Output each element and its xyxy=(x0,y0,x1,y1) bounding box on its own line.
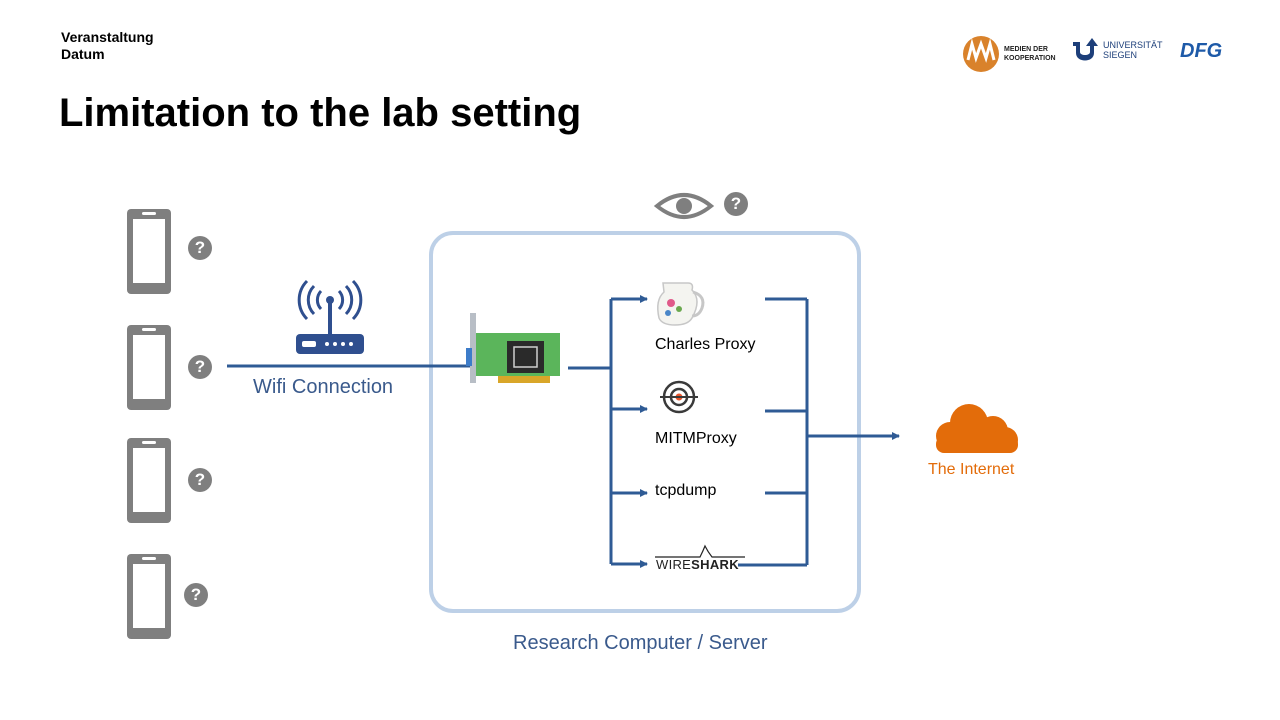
charles-jug-icon xyxy=(657,282,705,326)
phone-1-question-icon xyxy=(188,236,212,260)
uni-line2: SIEGEN xyxy=(1103,50,1138,60)
mdk-emblem-icon xyxy=(963,36,999,72)
phone-3-question-label: ? xyxy=(194,470,206,489)
eye-icon xyxy=(653,193,715,219)
mdk-logo: MEDIEN DER KOOPERATION xyxy=(962,34,1056,74)
charles-proxy-label: Charles Proxy xyxy=(655,336,756,353)
wifi-connection-label: Wifi Connection xyxy=(253,376,394,398)
research-computer-box xyxy=(429,231,861,613)
research-computer-label: Research Computer / Server xyxy=(513,632,768,654)
internet-label: The Internet xyxy=(928,461,1015,478)
phone-icon-2 xyxy=(127,325,171,410)
phone-icon-1 xyxy=(127,209,171,294)
mitmproxy-icon xyxy=(660,380,698,414)
network-card-icon xyxy=(466,313,560,383)
phone-icon-4 xyxy=(127,554,171,639)
event-label: Veranstaltung xyxy=(61,29,154,45)
mitmproxy-label: MITMProxy xyxy=(655,430,737,447)
wireshark-fin-icon xyxy=(655,544,745,558)
phone-1-question-label: ? xyxy=(194,238,206,257)
eye-question-icon xyxy=(724,192,748,216)
phone-icon-3 xyxy=(127,438,171,523)
mdk-line2: KOOPERATION xyxy=(1004,55,1056,62)
eye-question-label: ? xyxy=(730,194,742,213)
phone-3-question-icon xyxy=(188,468,212,492)
dfg-logo: DFG xyxy=(1180,40,1223,62)
header-block: Veranstaltung Datum xyxy=(61,29,154,63)
phone-2-question-label: ? xyxy=(194,357,206,376)
wireshark-logo-part1: WIRE xyxy=(656,557,692,572)
wifi-router-icon xyxy=(296,279,364,354)
tcpdump-label: tcpdump xyxy=(655,482,717,499)
slide-title: Limitation to the lab setting xyxy=(59,91,582,135)
uni-emblem-icon xyxy=(1073,38,1098,61)
phone-4-question-icon xyxy=(184,583,208,607)
wireshark-logo-part2: SHARK xyxy=(691,557,739,572)
uni-siegen-logo: UNIVERSITÄT SIEGEN xyxy=(1071,36,1163,64)
mdk-line1: MEDIEN DER xyxy=(1004,46,1048,53)
phone-4-question-label: ? xyxy=(190,585,202,604)
cloud-icon xyxy=(936,404,1018,453)
wireshark-logo: WIRESHARK xyxy=(656,557,739,572)
uni-line1: UNIVERSITÄT xyxy=(1103,40,1163,50)
date-label: Datum xyxy=(61,46,105,62)
phone-2-question-icon xyxy=(188,355,212,379)
